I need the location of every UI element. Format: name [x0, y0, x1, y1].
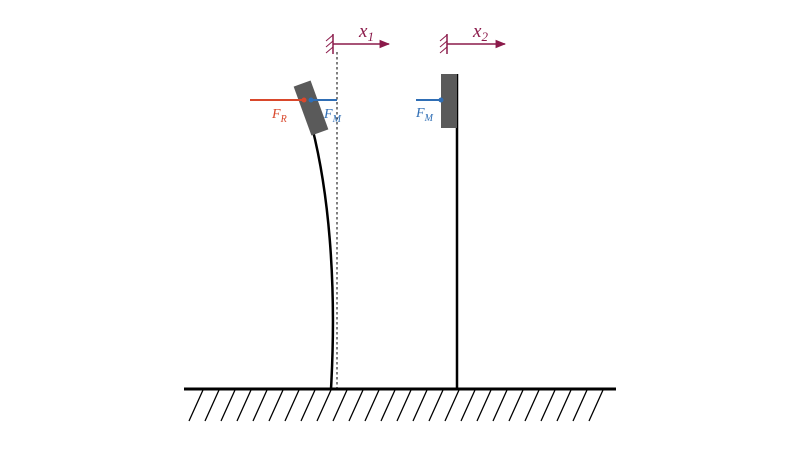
ground-hatch-line: [332, 389, 348, 422]
label-x1: x1: [358, 21, 374, 44]
ground-hatch-line: [476, 389, 492, 422]
ground-hatch-line: [396, 389, 412, 422]
ground-hatch-line: [316, 389, 332, 422]
ground-hatch-line: [220, 389, 236, 422]
magnetic-force-point-1: [308, 97, 314, 103]
ground-hatch-line: [380, 389, 396, 422]
reference-mark-x2: [439, 34, 507, 54]
ground-hatch-line: [364, 389, 380, 422]
ground-hatch-line: [508, 389, 524, 422]
ground-hatch-line: [444, 389, 460, 422]
ground: [184, 387, 616, 422]
ground-hatch-line: [252, 389, 268, 422]
ground-hatch-line: [588, 389, 604, 422]
ground-hatch-line: [540, 389, 556, 422]
magnetic-force-point-2: [438, 97, 444, 103]
ground-hatch-line: [412, 389, 428, 422]
ground-hatch-line: [460, 389, 476, 422]
ground-hatch-line: [236, 389, 252, 422]
ground-hatch-line: [524, 389, 540, 422]
tip-mass-2: [441, 74, 457, 128]
ground-hatch-line: [492, 389, 508, 422]
ground-hatch-line: [348, 389, 364, 422]
ground-hatch-line: [268, 389, 284, 422]
tip-mass-1: [293, 80, 329, 136]
ground-hatch-line: [204, 389, 220, 422]
ground-hatching: [188, 389, 604, 422]
label-reaction-force: FR: [271, 107, 287, 125]
ground-hatch-line: [572, 389, 588, 422]
ground-hatch-line: [556, 389, 572, 422]
reference-mark-x1: [325, 34, 391, 54]
reaction-force-point: [301, 97, 307, 103]
ground-hatch-line: [284, 389, 300, 422]
ground-hatch-line: [300, 389, 316, 422]
label-magnetic-force-1: FM: [323, 107, 342, 125]
ground-hatch-line: [428, 389, 444, 422]
ground-hatch-line: [188, 389, 204, 422]
label-magnetic-force-2: FM: [415, 106, 434, 124]
label-x2: x2: [472, 21, 488, 44]
